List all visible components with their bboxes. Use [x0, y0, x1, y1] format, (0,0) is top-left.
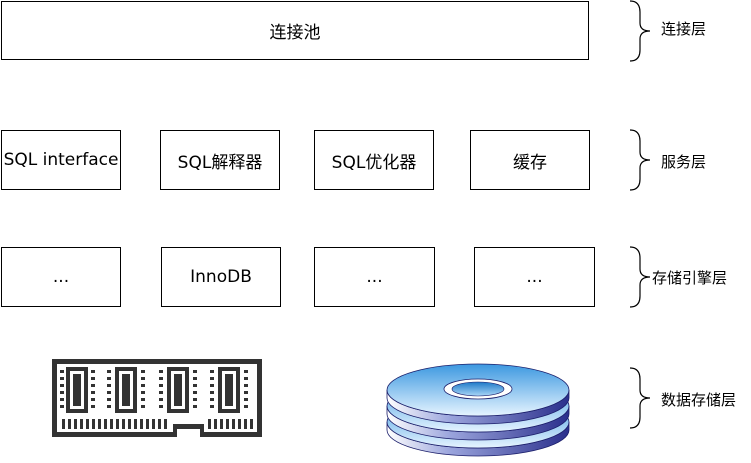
engine-box-3: ...	[314, 247, 435, 307]
storage-engine-layer-label: 存储引擎层	[652, 269, 728, 287]
engine-label-3: ...	[366, 267, 383, 287]
connection-pool-box: 连接池	[1, 1, 589, 60]
sql-interface-label: SQL interface	[3, 150, 119, 170]
service-layer-label: 服务层	[661, 153, 707, 171]
sql-parser-box: SQL解释器	[160, 130, 280, 190]
sql-parser-label: SQL解释器	[177, 152, 263, 173]
disk-stack-icon	[386, 363, 570, 457]
data-storage-layer-brace	[629, 367, 651, 429]
engine-label-4: ...	[526, 267, 543, 287]
storage-engine-layer-brace	[629, 246, 651, 308]
connection-layer-label: 连接层	[661, 20, 707, 38]
connection-layer-brace	[629, 0, 651, 62]
cache-label: 缓存	[513, 152, 547, 173]
memory-contacts	[62, 419, 253, 429]
sql-optimizer-box: SQL优化器	[314, 130, 434, 190]
engine-label-1: ...	[52, 267, 70, 287]
innodb-box: InnoDB	[161, 247, 281, 307]
engine-box-4: ...	[474, 247, 595, 307]
service-layer-brace	[629, 129, 651, 191]
sql-interface-box: SQL interface	[1, 130, 121, 190]
innodb-label: InnoDB	[190, 267, 252, 287]
data-storage-layer-label: 数据存储层	[661, 391, 737, 409]
cache-box: 缓存	[470, 130, 590, 190]
connection-pool-label: 连接池	[269, 23, 321, 43]
sql-optimizer-label: SQL优化器	[331, 152, 417, 173]
engine-box-1: ...	[1, 247, 121, 307]
memory-module-icon	[52, 359, 262, 437]
